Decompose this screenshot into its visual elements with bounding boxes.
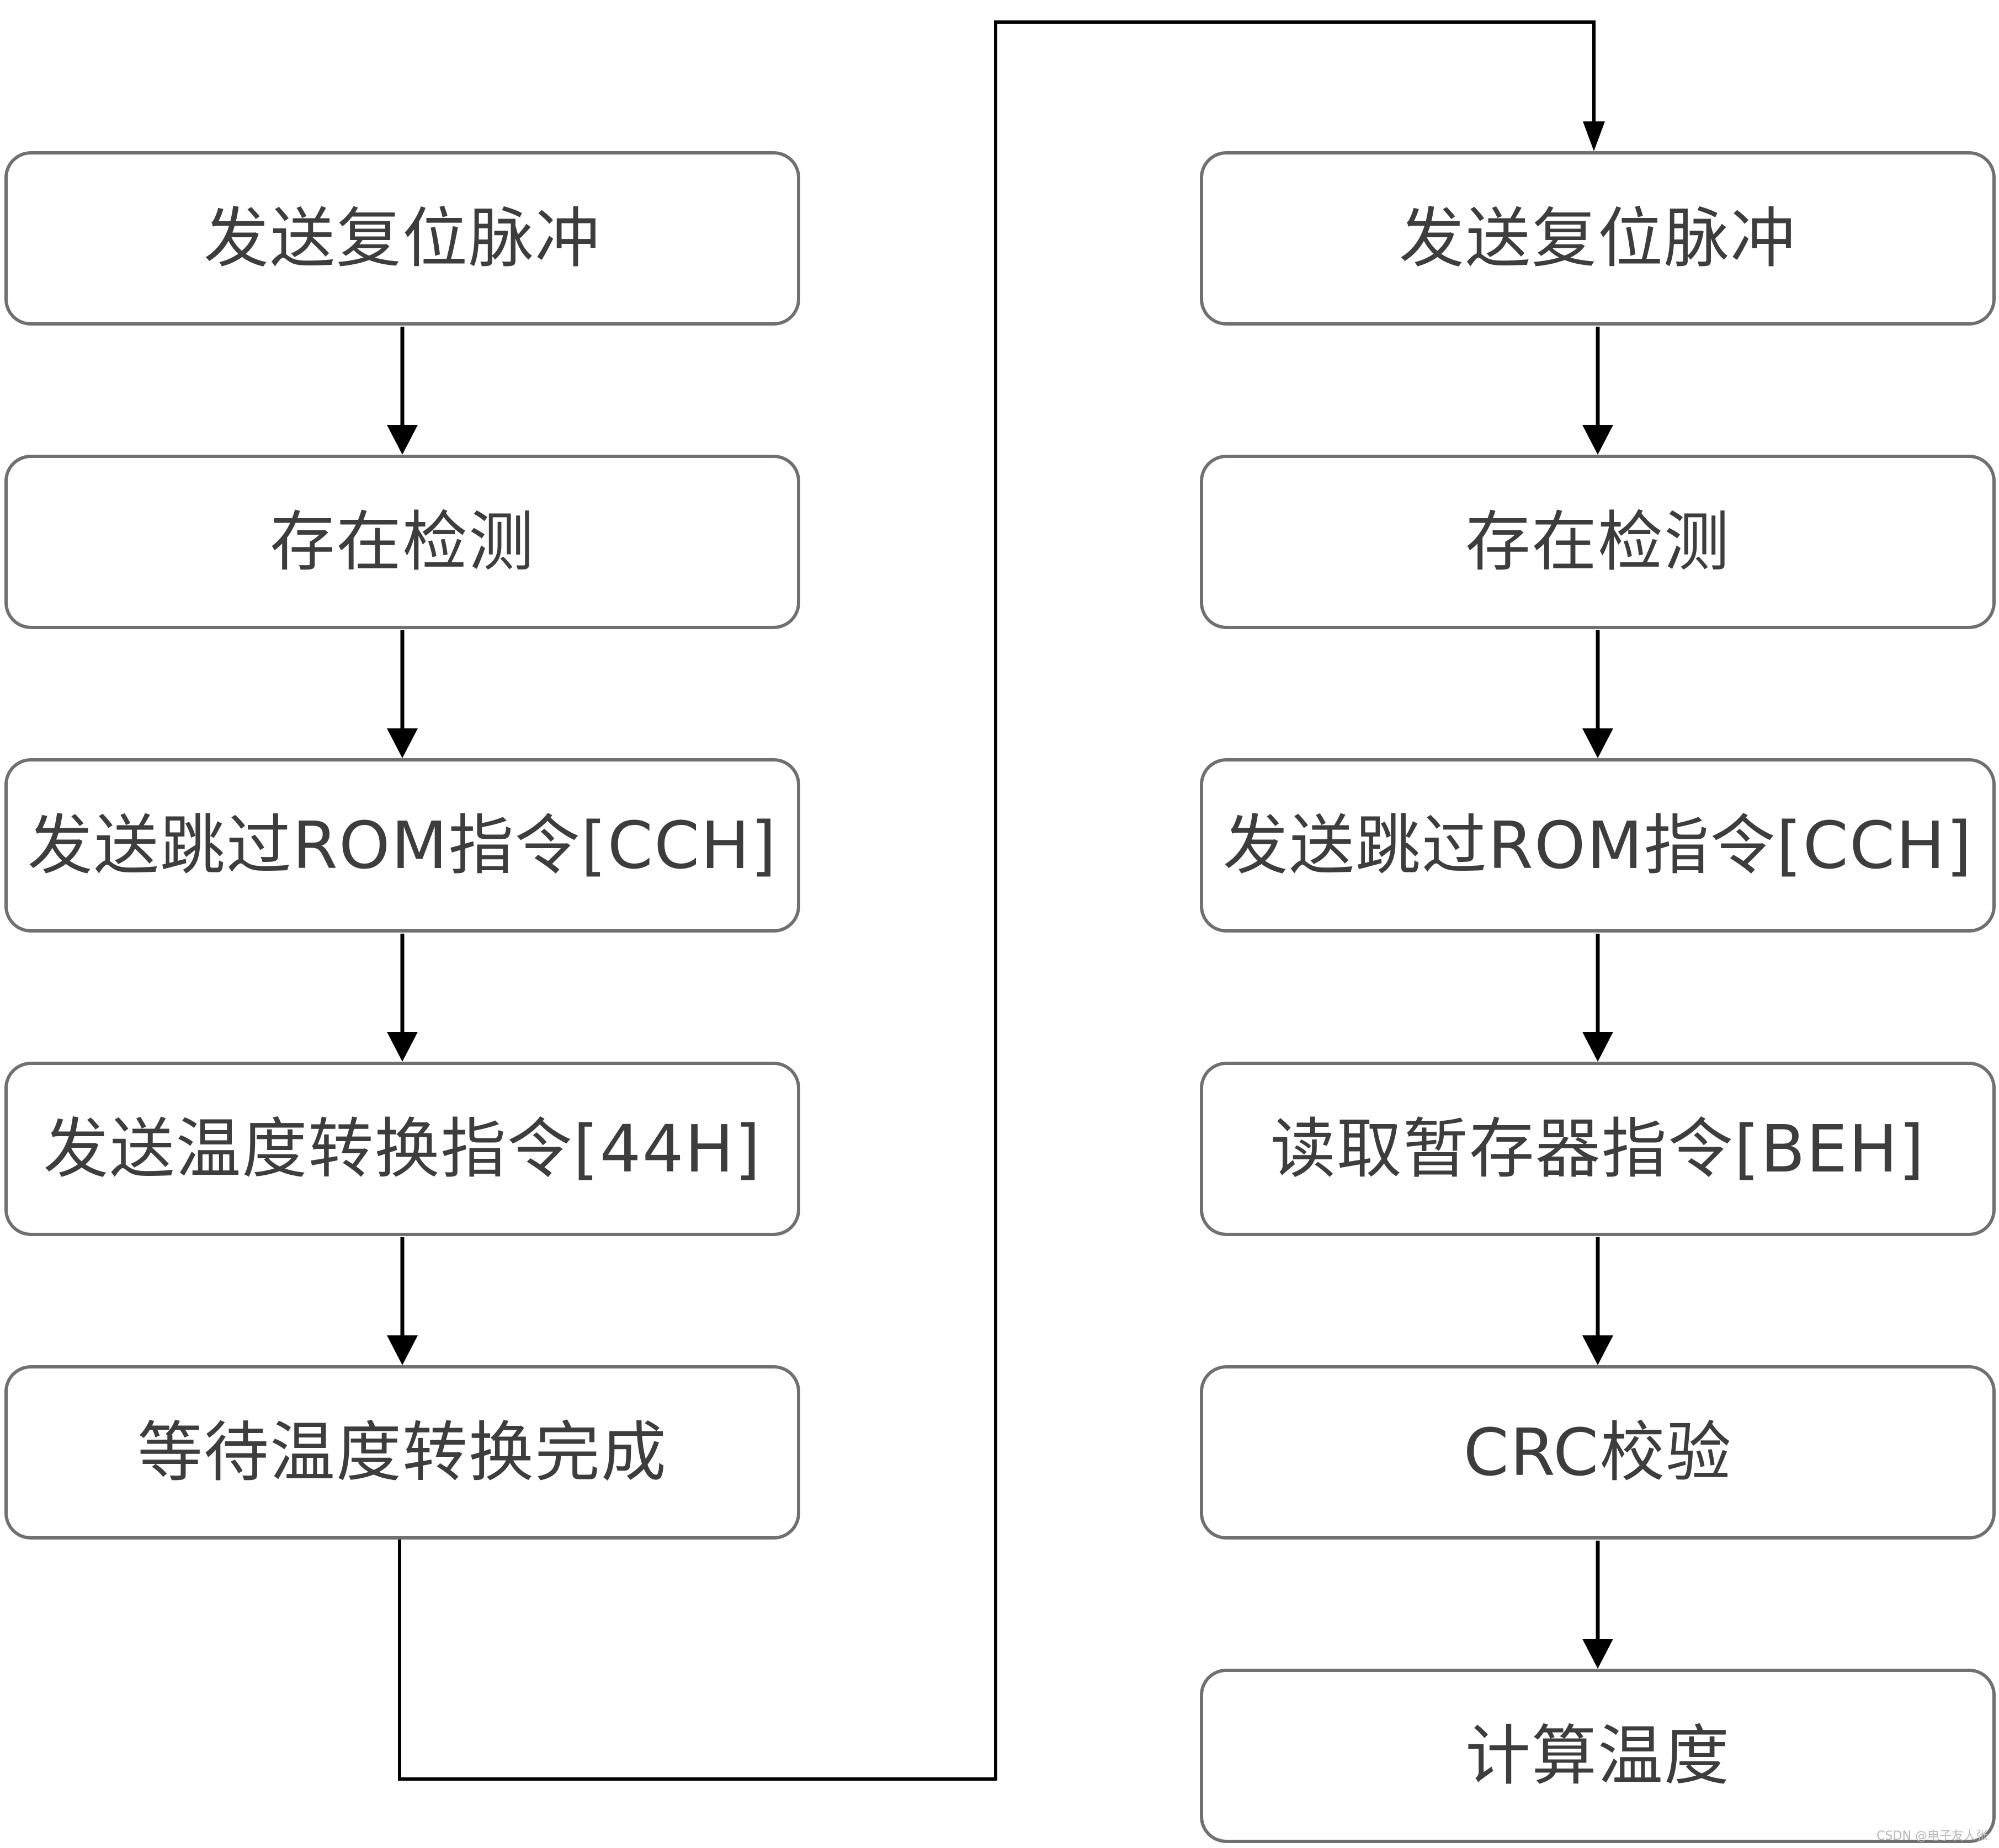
right-step-compute-temperature: 计算温度: [1200, 1669, 1996, 1843]
step-label: 存在检测: [1465, 504, 1730, 580]
left-arrow-1: [387, 327, 418, 455]
left-arrow-4: [387, 1237, 418, 1365]
right-arrow-4: [1582, 1237, 1613, 1365]
right-step-read-scratchpad: 读取暂存器指令[BEH]: [1200, 1062, 1996, 1236]
left-arrow-3: [387, 934, 418, 1062]
right-arrow-5: [1582, 1541, 1613, 1669]
left-step-convert-temperature: 发送温度转换指令[44H]: [4, 1062, 800, 1236]
left-step-skip-rom: 发送跳过ROM指令[CCH]: [4, 758, 800, 933]
step-label: 计算温度: [1465, 1718, 1730, 1794]
step-label: 发送复位脉冲: [1399, 200, 1796, 276]
right-step-skip-rom: 发送跳过ROM指令[CCH]: [1200, 758, 1996, 933]
right-step-presence-detect: 存在检测: [1200, 455, 1996, 629]
right-step-send-reset-pulse: 发送复位脉冲: [1200, 151, 1996, 326]
step-label: 发送温度转换指令[44H]: [43, 1111, 762, 1187]
right-arrow-3: [1582, 934, 1613, 1062]
step-label: 发送跳过ROM指令[CCH]: [27, 807, 778, 883]
left-arrow-2: [387, 630, 418, 758]
step-label: 等待温度转换完成: [137, 1414, 667, 1490]
step-label: 发送复位脉冲: [203, 200, 601, 276]
watermark: CSDN @电子友人张: [1876, 1829, 1988, 1843]
right-arrow-1: [1582, 327, 1613, 455]
right-arrow-2: [1582, 630, 1613, 758]
left-step-wait-conversion: 等待温度转换完成: [4, 1365, 800, 1540]
left-step-send-reset-pulse: 发送复位脉冲: [4, 151, 800, 326]
step-label: 发送跳过ROM指令[CCH]: [1222, 807, 1973, 883]
step-label: 读取暂存器指令[BEH]: [1270, 1111, 1926, 1187]
left-step-presence-detect: 存在检测: [4, 455, 800, 629]
step-label: 存在检测: [269, 504, 535, 580]
step-label: CRC校验: [1463, 1414, 1732, 1490]
cross-column-connector: [398, 20, 1605, 1781]
right-step-crc-check: CRC校验: [1200, 1365, 1996, 1540]
